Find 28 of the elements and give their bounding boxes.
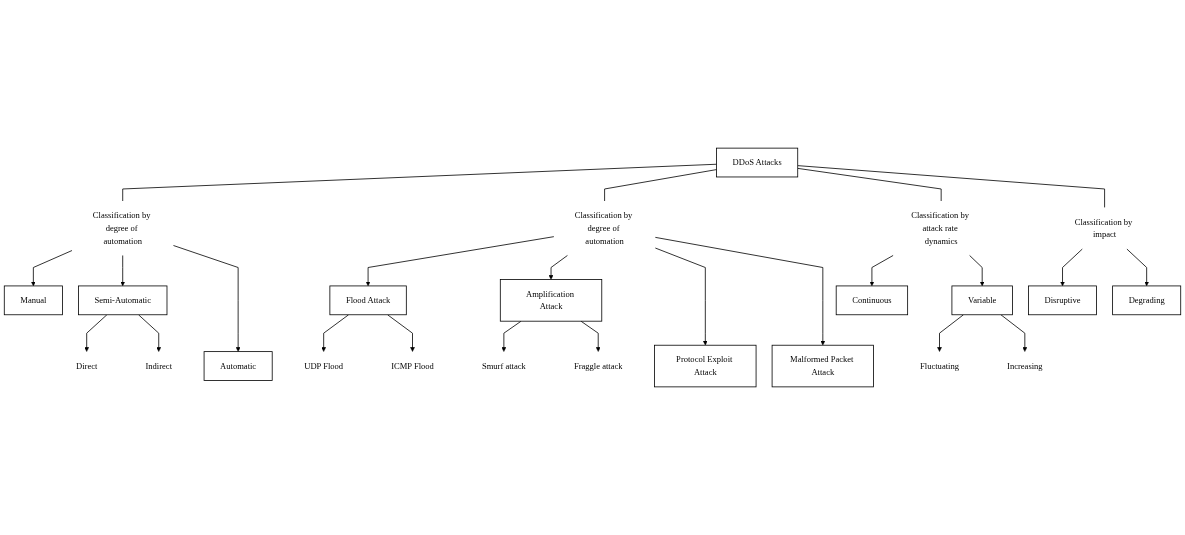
connector xyxy=(797,168,942,202)
node-box: Automatic xyxy=(203,351,273,381)
node-text: ICMP Flood xyxy=(391,361,434,371)
node-box: Semi-Automatic xyxy=(78,285,168,316)
node-text: Increasing xyxy=(1007,361,1043,371)
node-box: Protocol Exploit Attack xyxy=(654,344,757,388)
connector xyxy=(797,165,1105,208)
node-box: Continuous xyxy=(835,285,909,316)
node-box: Amplification Attack xyxy=(499,279,603,322)
node-box: Degrading xyxy=(1112,285,1182,316)
node-text: UDP Flood xyxy=(304,361,344,371)
connector xyxy=(122,163,717,202)
node-text: Fluctuating xyxy=(920,361,959,371)
node-text: Classification by degree of automation xyxy=(574,210,633,246)
node-text: Fraggle attack xyxy=(573,361,623,371)
node-text: Direct xyxy=(76,361,98,371)
node-box: Variable xyxy=(951,285,1013,316)
connector xyxy=(604,169,717,202)
node-box: Manual xyxy=(3,285,63,316)
node-text: Classification by degree of automation xyxy=(92,210,151,246)
node-box: DDoS Attacks xyxy=(716,147,799,178)
node-box: Flood Attack xyxy=(329,285,407,316)
node-box: Malformed Packet Attack xyxy=(771,344,874,388)
node-text: Smurf attack xyxy=(481,361,526,371)
node-text: Classification by attack rate dynamics xyxy=(911,210,969,246)
node-text: Indirect xyxy=(145,361,173,371)
node-text: Classification by impact xyxy=(1074,217,1133,239)
node-box: Disruptive xyxy=(1028,285,1097,316)
